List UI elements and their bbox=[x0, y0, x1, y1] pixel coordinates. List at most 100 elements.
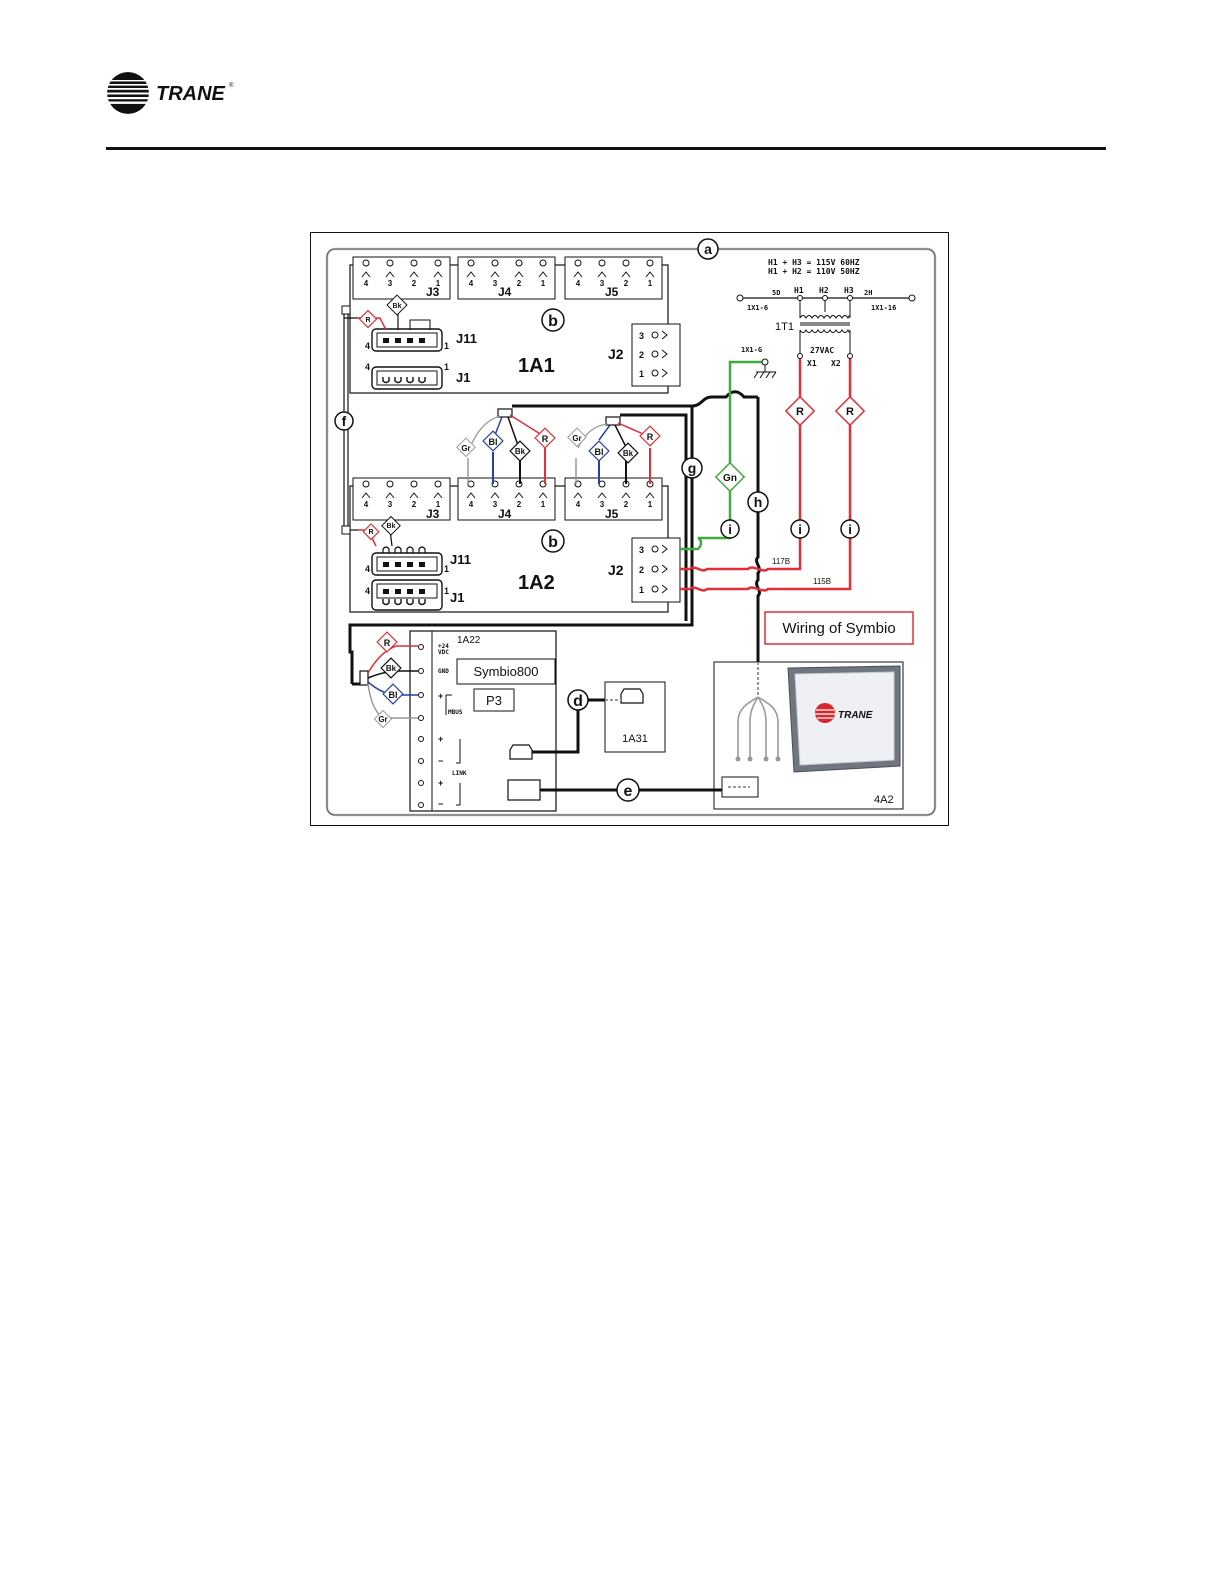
connector-j3-label: J3 bbox=[426, 285, 440, 299]
header-rule bbox=[106, 147, 1106, 150]
svg-text:+: + bbox=[438, 734, 443, 744]
svg-text:GND: GND bbox=[438, 668, 449, 675]
j5-harness: Gr Bl Bk R bbox=[567, 416, 661, 484]
svg-text:Bk: Bk bbox=[387, 523, 396, 530]
svg-text:Bk: Bk bbox=[515, 447, 526, 456]
svg-text:J5: J5 bbox=[605, 507, 619, 521]
connector-j11-label: J11 bbox=[456, 331, 477, 346]
svg-text:2: 2 bbox=[412, 279, 417, 288]
svg-text:Gr: Gr bbox=[461, 444, 470, 453]
svg-text:Gr: Gr bbox=[378, 715, 387, 724]
trademark-mark: ® bbox=[229, 82, 234, 89]
svg-text:i: i bbox=[848, 522, 852, 537]
svg-text:Gn: Gn bbox=[723, 473, 737, 484]
board-1a1-label: 1A1 bbox=[518, 355, 555, 377]
svg-text:1: 1 bbox=[444, 362, 449, 372]
svg-text:−: − bbox=[438, 799, 443, 809]
svg-text:J1: J1 bbox=[450, 590, 464, 605]
svg-text:4: 4 bbox=[365, 564, 370, 574]
svg-text:1: 1 bbox=[541, 279, 546, 288]
svg-text:2: 2 bbox=[639, 565, 644, 575]
symbio800-label: Symbio800 bbox=[473, 664, 538, 679]
1a22-harness: R Bk Bl Gr bbox=[348, 631, 418, 729]
svg-text:J2: J2 bbox=[608, 562, 624, 578]
svg-text:Bl: Bl bbox=[595, 447, 604, 457]
svg-text:e: e bbox=[624, 783, 633, 800]
module-1a22: 1A22 +24 VDC GND + MBUS + − LINK + − Sym… bbox=[409, 630, 557, 812]
svg-text:i: i bbox=[728, 522, 732, 537]
svg-text:3: 3 bbox=[388, 279, 393, 288]
svg-text:R: R bbox=[542, 434, 549, 444]
svg-text:4: 4 bbox=[365, 586, 370, 596]
wiring-diagram: a H1 + H3 = 115V 60HZ H1 + H2 = 110V 50H… bbox=[310, 232, 949, 826]
trane-wordmark: TRANE bbox=[156, 83, 226, 105]
svg-text:3: 3 bbox=[493, 500, 498, 509]
svg-text:4A2: 4A2 bbox=[874, 794, 894, 806]
caption-text: Wiring of Symbio bbox=[782, 620, 895, 637]
connector-j2-label: J2 bbox=[608, 346, 624, 362]
svg-text:4: 4 bbox=[364, 279, 369, 288]
svg-text:4: 4 bbox=[576, 500, 581, 509]
wire-gn: 1X1-G Gn i bbox=[680, 346, 777, 551]
svg-text:2H: 2H bbox=[864, 289, 872, 297]
svg-text:X1: X1 bbox=[807, 359, 817, 368]
ground-terminal-label: 1X1-G bbox=[741, 346, 762, 354]
connector-j1-label: J1 bbox=[456, 370, 470, 385]
svg-text:H1: H1 bbox=[794, 286, 804, 295]
svg-text:3: 3 bbox=[600, 279, 605, 288]
svg-text:−: − bbox=[438, 756, 443, 766]
wire-h: h bbox=[747, 397, 769, 662]
svg-text:3: 3 bbox=[600, 500, 605, 509]
svg-text:d: d bbox=[573, 693, 583, 710]
svg-text:1A22: 1A22 bbox=[457, 635, 481, 646]
svg-text:4: 4 bbox=[469, 500, 474, 509]
svg-text:2: 2 bbox=[624, 500, 629, 509]
wire-f: f bbox=[334, 305, 354, 535]
callout-b-1a2: b bbox=[541, 529, 565, 553]
svg-text:J3: J3 bbox=[426, 507, 440, 521]
callout-a: a bbox=[697, 238, 719, 260]
svg-text:1: 1 bbox=[444, 341, 449, 351]
svg-text:2: 2 bbox=[639, 350, 644, 360]
transformer-1t1: 5D H1 H2 H3 2H 1X1-6 1X1-16 1T1 27VAC X1… bbox=[736, 286, 916, 368]
svg-text:3: 3 bbox=[388, 500, 393, 509]
svg-text:R: R bbox=[796, 406, 804, 418]
svg-text:R: R bbox=[846, 406, 854, 418]
board-1a2-label: 1A2 bbox=[518, 572, 555, 594]
svg-text:1: 1 bbox=[436, 500, 441, 509]
module-4a2: TRANE 4A2 bbox=[713, 661, 904, 810]
svg-text:3: 3 bbox=[639, 545, 644, 555]
svg-text:X2: X2 bbox=[831, 359, 841, 368]
svg-text:1: 1 bbox=[444, 586, 449, 596]
terminal-1x1-16: 1X1-16 bbox=[871, 304, 896, 312]
wire-d: d bbox=[532, 689, 621, 754]
svg-text:MBUS: MBUS bbox=[448, 709, 463, 716]
svg-text:b: b bbox=[548, 534, 558, 551]
svg-text:Bk: Bk bbox=[623, 449, 634, 458]
svg-text:4: 4 bbox=[469, 279, 474, 288]
svg-text:+: + bbox=[438, 691, 443, 701]
transformer-note-2: H1 + H2 = 110V 50HZ bbox=[768, 267, 860, 276]
touchscreen-display: TRANE bbox=[787, 665, 901, 773]
svg-text:1: 1 bbox=[639, 585, 644, 595]
svg-text:Bl: Bl bbox=[389, 690, 398, 700]
svg-text:b: b bbox=[548, 313, 558, 330]
svg-text:4: 4 bbox=[365, 362, 370, 372]
svg-text:H3: H3 bbox=[844, 286, 854, 295]
svg-text:R: R bbox=[647, 432, 654, 442]
caption-box: Wiring of Symbio bbox=[764, 611, 914, 645]
svg-text:LINK: LINK bbox=[452, 770, 467, 777]
svg-text:g: g bbox=[688, 460, 697, 476]
svg-text:Bk: Bk bbox=[386, 664, 397, 673]
terminal-1x1-6: 1X1-6 bbox=[747, 304, 768, 312]
svg-text:2: 2 bbox=[412, 500, 417, 509]
svg-text:Bl: Bl bbox=[489, 437, 498, 447]
svg-text:4: 4 bbox=[365, 341, 370, 351]
trane-logo-globe-icon bbox=[107, 72, 149, 114]
svg-text:27VAC: 27VAC bbox=[810, 346, 834, 355]
svg-text:H2: H2 bbox=[819, 286, 829, 295]
svg-text:1A31: 1A31 bbox=[622, 733, 648, 745]
wire-bk-label: Bk bbox=[393, 303, 402, 310]
callout-b-1a1: b bbox=[541, 308, 565, 332]
